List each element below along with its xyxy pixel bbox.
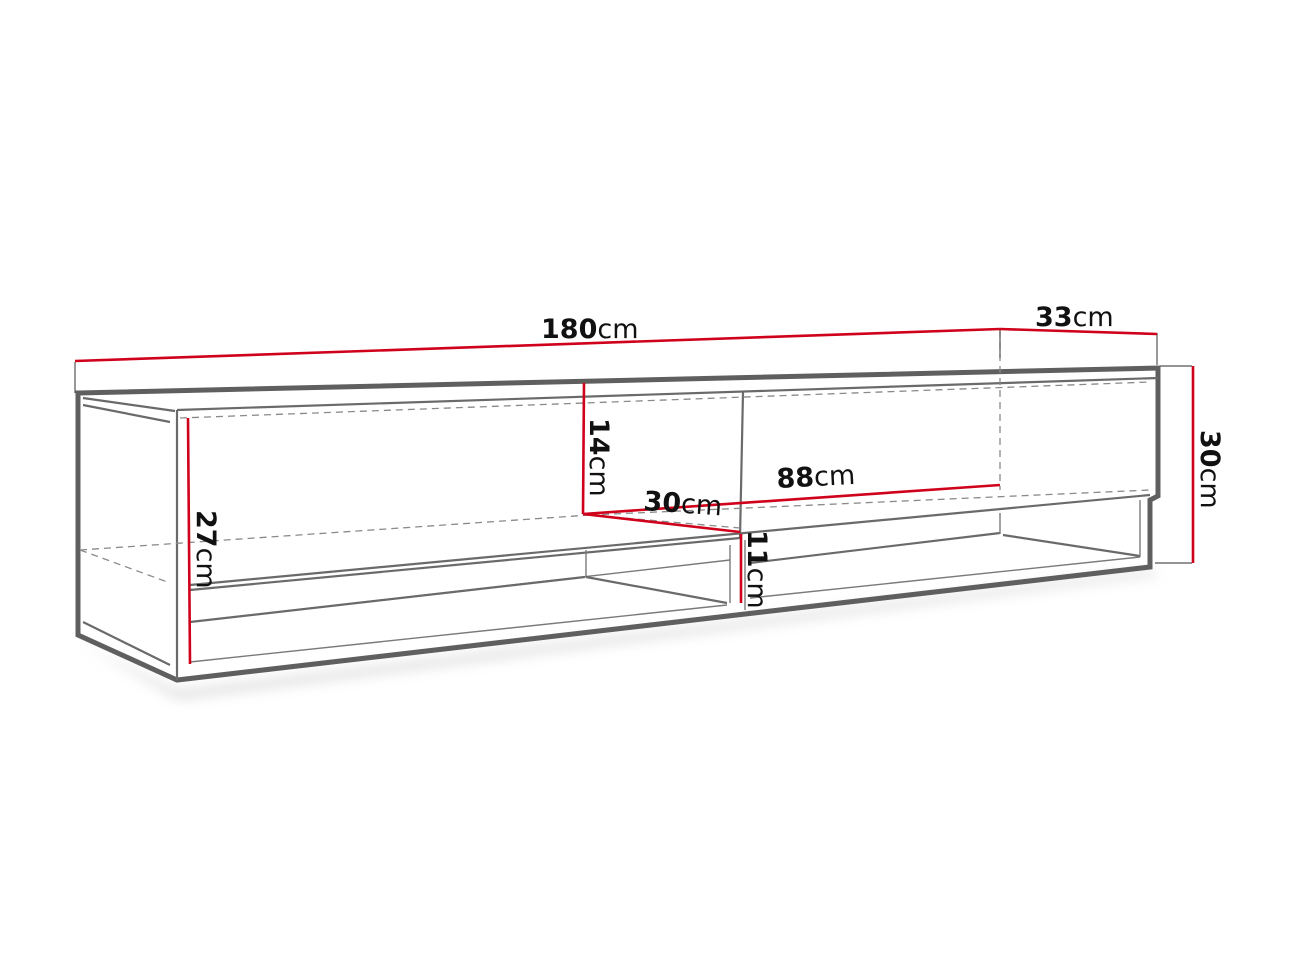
width-dim-line [74,327,1001,363]
right-shelf-back [749,531,1001,565]
flap-width-dim-line [582,483,1001,516]
inner-depth-label: 30cm [643,486,724,522]
cabinet-shadow [80,570,1160,700]
inner-height-label: 27cm [190,510,221,589]
left-side-bevel-bottom [82,621,171,666]
left-side-bevel-top [82,396,176,413]
depth-dim-line [999,327,1158,336]
flap-height-label: 14cm [583,418,614,497]
inner-depth-dim-line [582,512,741,534]
flap-width-label: 88cm [776,460,856,495]
flap-bottom-edge [189,493,1151,587]
inner-height-dim-line [186,417,192,665]
right-shelf-floor [749,556,1141,599]
left-shelf-diagonal [585,575,728,605]
flap-height-dim-line [581,382,586,515]
dimension-lines [74,327,1195,665]
left-shelf-back [189,575,586,624]
cabinet-outline [75,365,1161,683]
width-label: 180cm [541,314,639,345]
height-label: 30cm [1194,430,1225,509]
top-front-edge [176,376,1159,412]
flap-bottom-edge-lower [189,536,741,592]
cabinet-body [75,365,1161,683]
left-shelf-floor [189,604,728,663]
extension-lines [74,330,1192,564]
right-shelf-diagonal [1002,533,1141,558]
flap-divider [738,391,745,539]
left-side-bevel-top-2 [82,403,171,424]
depth-label: 33cm [1035,302,1114,333]
shelf-height-label: 11cm [741,530,772,609]
